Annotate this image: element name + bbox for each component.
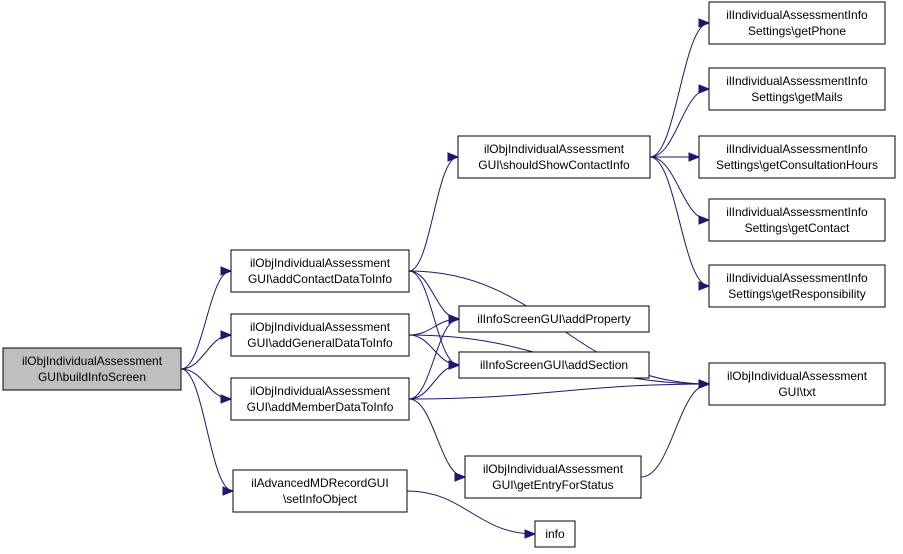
- node-label-line: ilIndividualAssessmentInfo: [726, 74, 868, 88]
- edge-addMemberDataToInfo-to-addProperty-arrowhead: [448, 314, 461, 324]
- node-label-line: GUI\shouldShowContactInfo: [478, 158, 630, 172]
- edge-shouldShowContactInfo-to-getPhone-arrowhead: [698, 18, 711, 28]
- node-label-line: ilObjIndividualAssessment: [250, 256, 391, 270]
- edge-shouldShowContactInfo-to-getMails-arrowhead: [698, 84, 711, 94]
- node-shouldShowContactInfo[interactable]: ilObjIndividualAssessmentGUI\shouldShowC…: [457, 135, 651, 179]
- node-box: [232, 469, 408, 513]
- node-layer: ilObjIndividualAssessmentGUI\buildInfoSc…: [2, 1, 896, 548]
- node-label-line: Settings\getResponsibility: [728, 287, 865, 301]
- node-setInfoObject[interactable]: ilAdvancedMDRecordGUI \setInfoObject: [232, 469, 408, 513]
- edge-addMemberDataToInfo-to-addProperty: [408, 318, 460, 400]
- edge-root-to-addGeneralDataToInfo-arrowhead: [220, 330, 233, 340]
- edge-addMemberDataToInfo-to-txt: [408, 383, 710, 400]
- node-getConsultationHours[interactable]: ilIndividualAssessmentInfoSettings\getCo…: [698, 135, 896, 179]
- edge-shouldShowContactInfo-to-getContact-arrowhead: [698, 215, 711, 225]
- node-addProperty[interactable]: ilInfoScreenGUI\addProperty: [458, 305, 650, 333]
- edge-root-to-addGeneralDataToInfo: [180, 334, 232, 370]
- node-label-line: Settings\getPhone: [748, 24, 846, 38]
- node-label-line: GUI\buildInfoScreen: [38, 370, 146, 384]
- node-label-line: ilIndividualAssessmentInfo: [726, 271, 868, 285]
- node-getPhone[interactable]: ilIndividualAssessmentInfoSettings\getPh…: [708, 1, 886, 45]
- node-box: [708, 362, 886, 406]
- edge-getEntryForStatus-to-txt-arrowhead: [698, 379, 711, 389]
- node-box: [230, 249, 410, 293]
- node-info[interactable]: info: [534, 520, 576, 548]
- node-getEntryForStatus[interactable]: ilObjIndividualAssessmentGUI\getEntryFor…: [464, 455, 642, 499]
- node-label-line: ilInfoScreenGUI\addProperty: [477, 312, 630, 326]
- node-box: [534, 520, 576, 548]
- node-label-line: ilObjIndividualAssessment: [250, 320, 391, 334]
- node-label-line: ilIndividualAssessmentInfo: [726, 8, 868, 22]
- edge-addMemberDataToInfo-to-addSection: [408, 364, 460, 400]
- node-label-line: ilObjIndividualAssessment: [22, 354, 163, 368]
- edge-shouldShowContactInfo-to-getResponsibility-arrowhead: [698, 281, 711, 291]
- node-label-line: ilObjIndividualAssessment: [484, 142, 625, 156]
- edge-root-to-addMemberDataToInfo-arrowhead: [220, 394, 233, 404]
- node-box: [457, 135, 651, 179]
- node-addContactDataToInfo[interactable]: ilObjIndividualAssessmentGUI\addContactD…: [230, 249, 410, 293]
- node-label-line: GUI\addContactDataToInfo: [248, 272, 392, 286]
- node-label-line: ilAdvancedMDRecordGUI: [251, 476, 388, 490]
- node-box: [708, 67, 886, 111]
- edge-root-to-setInfoObject: [180, 368, 234, 492]
- node-label-line: GUI\getEntryForStatus: [492, 478, 613, 492]
- node-box: [230, 313, 410, 357]
- edge-shouldShowContactInfo-to-getConsultationHours-arrowhead: [688, 152, 701, 162]
- node-addGeneralDataToInfo[interactable]: ilObjIndividualAssessmentGUI\addGeneralD…: [230, 313, 410, 357]
- node-box: [708, 198, 886, 242]
- edge-getEntryForStatus-to-txt: [640, 383, 710, 478]
- node-box: [708, 264, 886, 308]
- node-label-line: GUI\addMemberDataToInfo: [247, 400, 394, 414]
- node-label-line: ilInfoScreenGUI\addSection: [480, 358, 628, 372]
- edge-addContactDataToInfo-to-shouldShowContactInfo: [408, 156, 459, 272]
- node-getContact[interactable]: ilIndividualAssessmentInfoSettings\getCo…: [708, 198, 886, 242]
- node-label-line: ilObjIndividualAssessment: [250, 384, 391, 398]
- node-root[interactable]: ilObjIndividualAssessmentGUI\buildInfoSc…: [2, 347, 182, 391]
- edge-root-to-addContactDataToInfo: [180, 270, 232, 370]
- node-label-line: Settings\getMails: [751, 90, 842, 104]
- edge-root-to-setInfoObject-arrowhead: [222, 486, 235, 496]
- node-box: [230, 377, 410, 421]
- node-label-line: ilIndividualAssessmentInfo: [726, 205, 868, 219]
- node-box: [458, 351, 650, 379]
- node-label-line: info: [545, 527, 565, 541]
- node-getResponsibility[interactable]: ilIndividualAssessmentInfoSettings\getRe…: [708, 264, 886, 308]
- node-label-line: ilIndividualAssessmentInfo: [726, 142, 868, 156]
- edge-shouldShowContactInfo-to-getResponsibility: [649, 156, 710, 287]
- edge-addContactDataToInfo-to-addSection: [408, 270, 460, 366]
- node-box: [698, 135, 896, 179]
- node-addSection[interactable]: ilInfoScreenGUI\addSection: [458, 351, 650, 379]
- node-label-line: GUI\addGeneralDataToInfo: [247, 336, 393, 350]
- node-box: [708, 1, 886, 45]
- node-box: [464, 455, 642, 499]
- node-box: [2, 347, 182, 391]
- edge-root-to-addContactDataToInfo-arrowhead: [220, 266, 233, 276]
- edge-addMemberDataToInfo-to-getEntryForStatus: [408, 398, 466, 478]
- edge-setInfoObject-to-info: [406, 490, 536, 535]
- node-label-line: Settings\getConsultationHours: [716, 158, 878, 172]
- edge-shouldShowContactInfo-to-getPhone: [649, 22, 710, 158]
- edge-addContactDataToInfo-to-shouldShowContactInfo-arrowhead: [447, 152, 460, 162]
- edge-addMemberDataToInfo-to-addSection-arrowhead: [448, 360, 461, 370]
- node-box: [458, 305, 650, 333]
- edge-addContactDataToInfo-to-addProperty: [408, 270, 460, 320]
- node-label-line: \setInfoObject: [283, 492, 358, 506]
- node-label-line: Settings\getContact: [745, 221, 850, 235]
- edge-setInfoObject-to-info-arrowhead: [524, 529, 537, 539]
- node-label-line: ilObjIndividualAssessment: [483, 462, 624, 476]
- node-label-line: ilObjIndividualAssessment: [727, 369, 868, 383]
- edge-addMemberDataToInfo-to-getEntryForStatus-arrowhead: [454, 472, 467, 482]
- node-label-line: GUI\txt: [778, 385, 816, 399]
- node-addMemberDataToInfo[interactable]: ilObjIndividualAssessmentGUI\addMemberDa…: [230, 377, 410, 421]
- node-getMails[interactable]: ilIndividualAssessmentInfoSettings\getMa…: [708, 67, 886, 111]
